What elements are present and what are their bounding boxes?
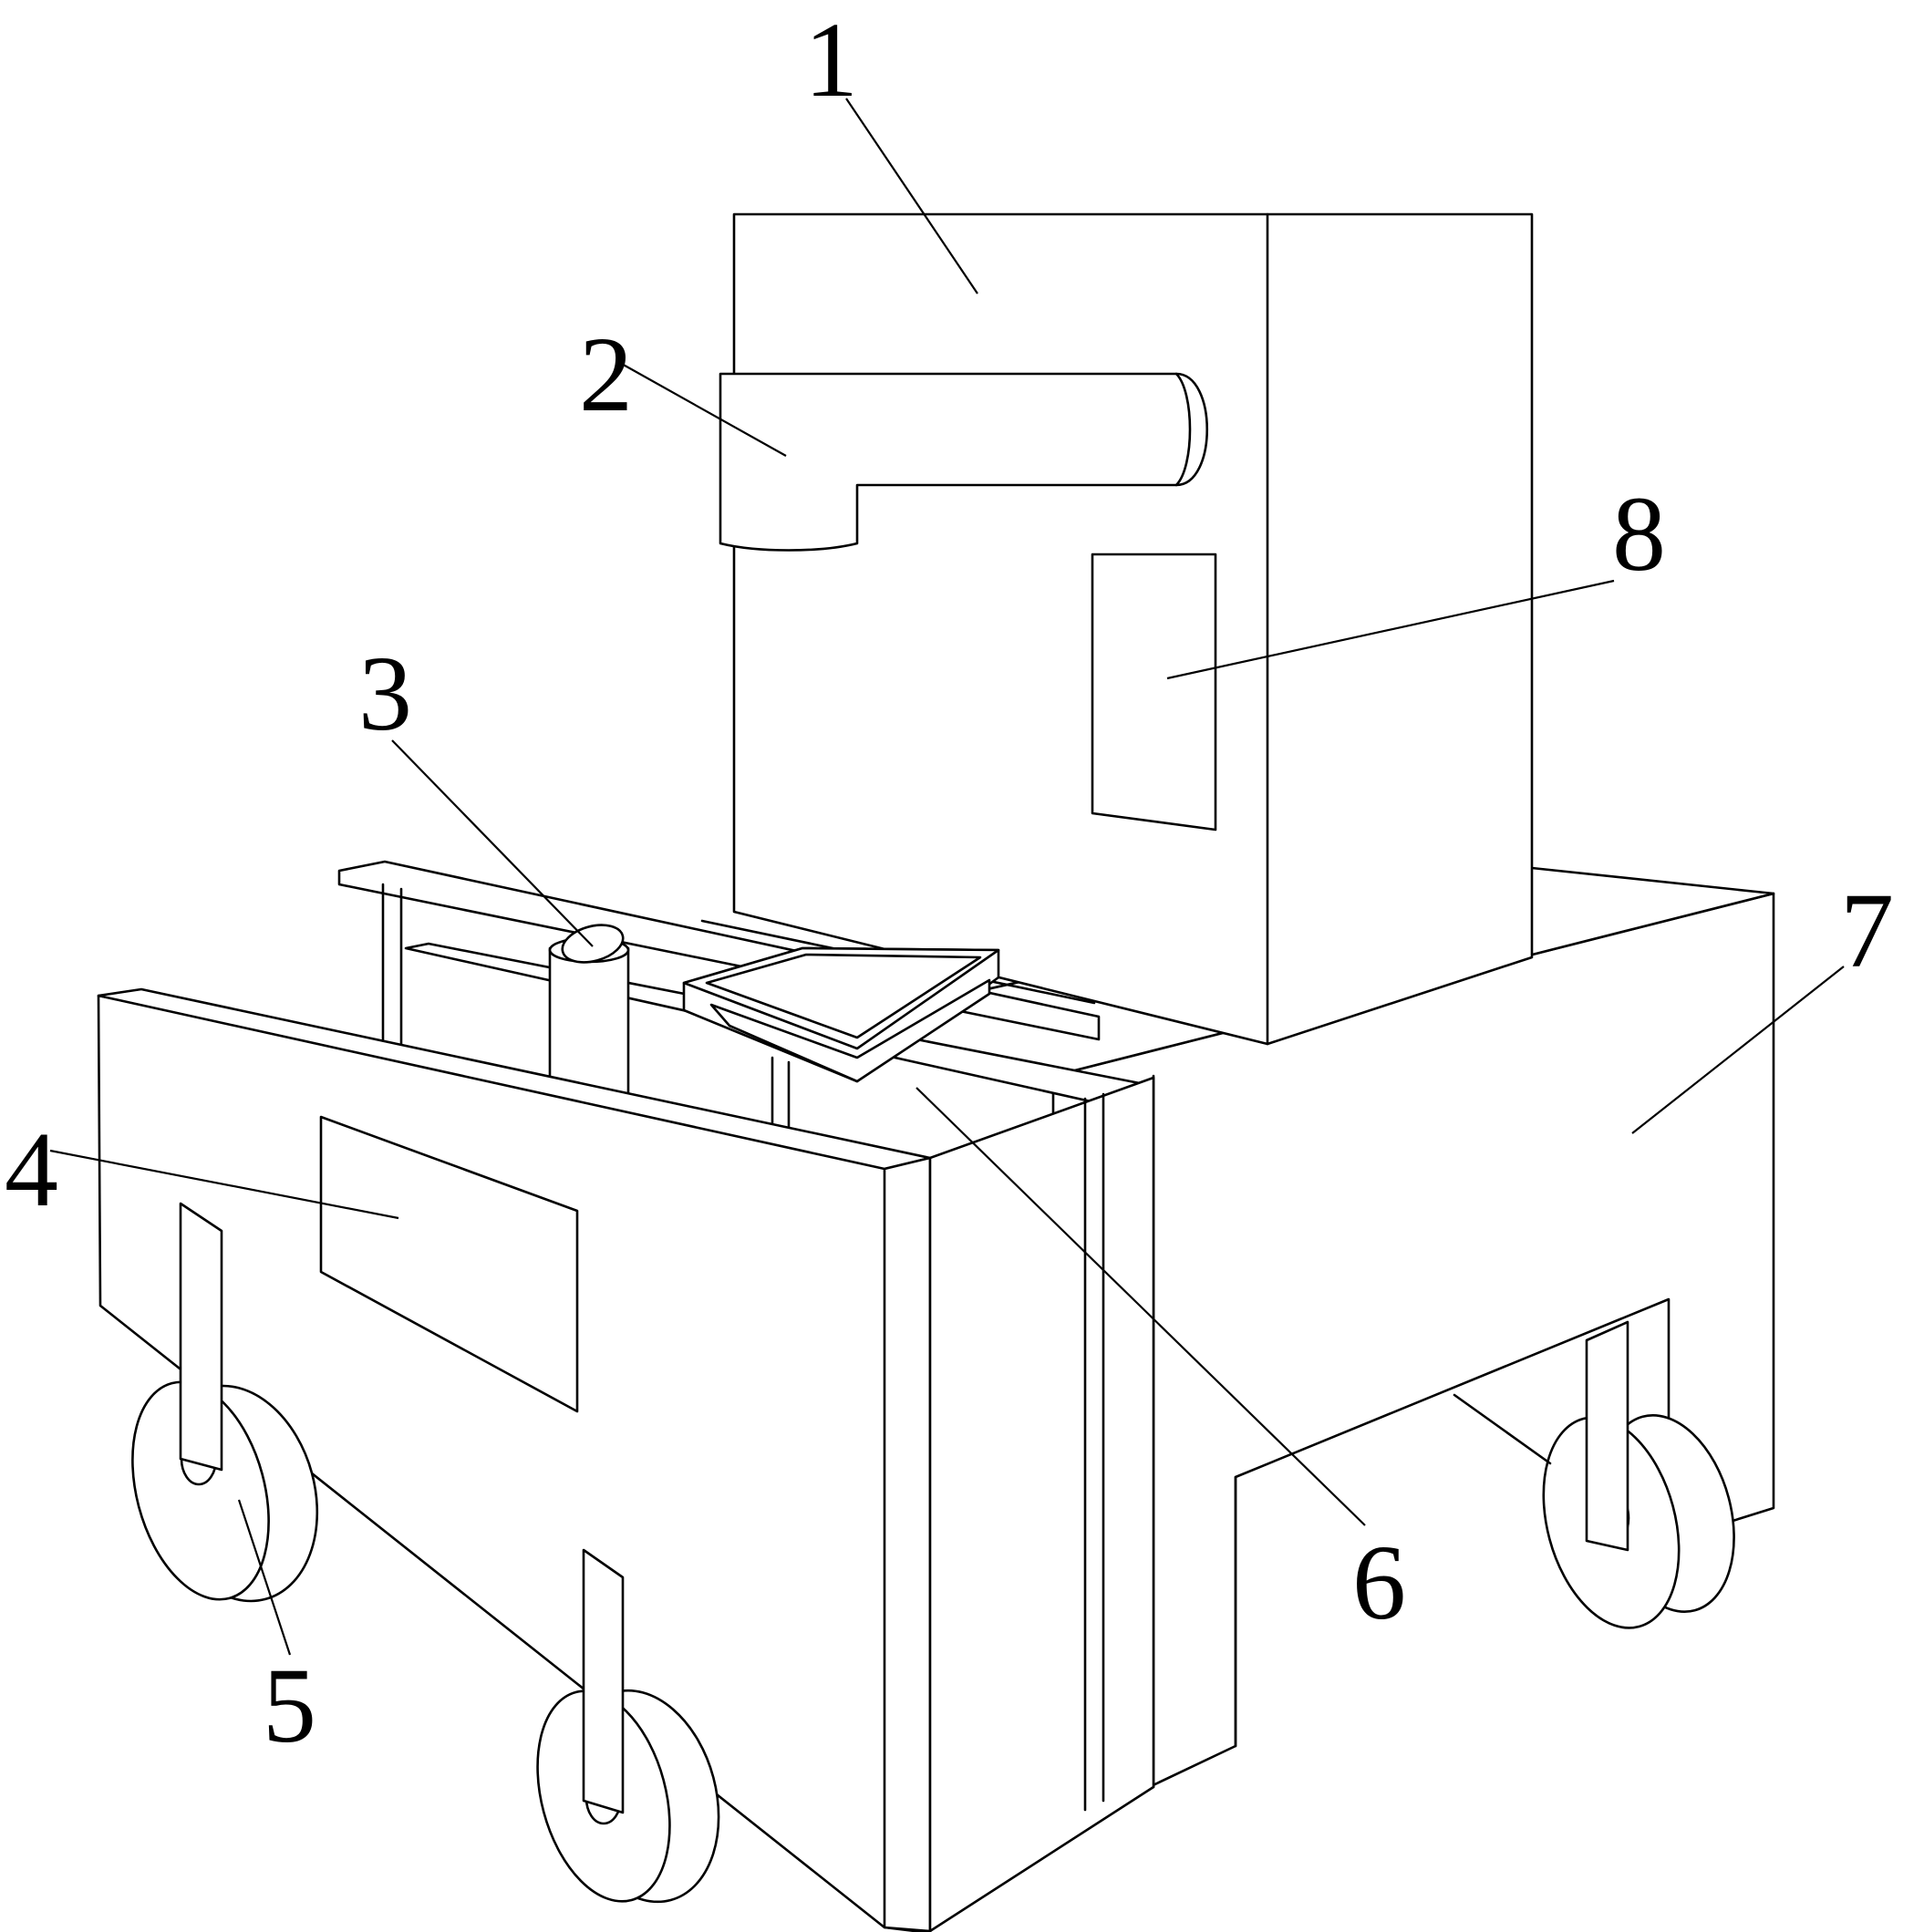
callout-7: 7 xyxy=(1840,871,1894,990)
front-base xyxy=(97,987,1155,1932)
callout-4: 4 xyxy=(5,1110,58,1229)
leader-2 xyxy=(619,362,787,457)
drill-rod xyxy=(548,924,630,1100)
leader-3 xyxy=(391,739,594,947)
leader-4 xyxy=(49,1149,399,1220)
collection-tray xyxy=(682,946,1000,1142)
callout-8: 8 xyxy=(1612,474,1666,594)
control-panel xyxy=(1091,553,1217,832)
callout-6: 6 xyxy=(1352,1523,1406,1642)
callout-2: 2 xyxy=(579,315,633,434)
callout-1: 1 xyxy=(804,0,858,119)
wheel-front-right xyxy=(536,1548,720,1904)
spindle-arm xyxy=(719,372,1208,552)
wheel-rear-right xyxy=(1453,1320,1735,1629)
leader-7 xyxy=(1631,966,1845,1134)
wheel-front-left xyxy=(131,1202,319,1603)
leader-6 xyxy=(915,1087,1366,1526)
leader-lines xyxy=(49,98,1845,1656)
callout-5: 5 xyxy=(263,1646,316,1765)
callout-labels: 1 2 3 4 5 6 7 8 xyxy=(5,0,1894,1765)
leader-8 xyxy=(1166,579,1615,680)
leader-1 xyxy=(845,98,978,294)
leader-5 xyxy=(237,1499,292,1656)
front-label-plate xyxy=(319,1115,579,1413)
callout-3: 3 xyxy=(358,634,412,753)
